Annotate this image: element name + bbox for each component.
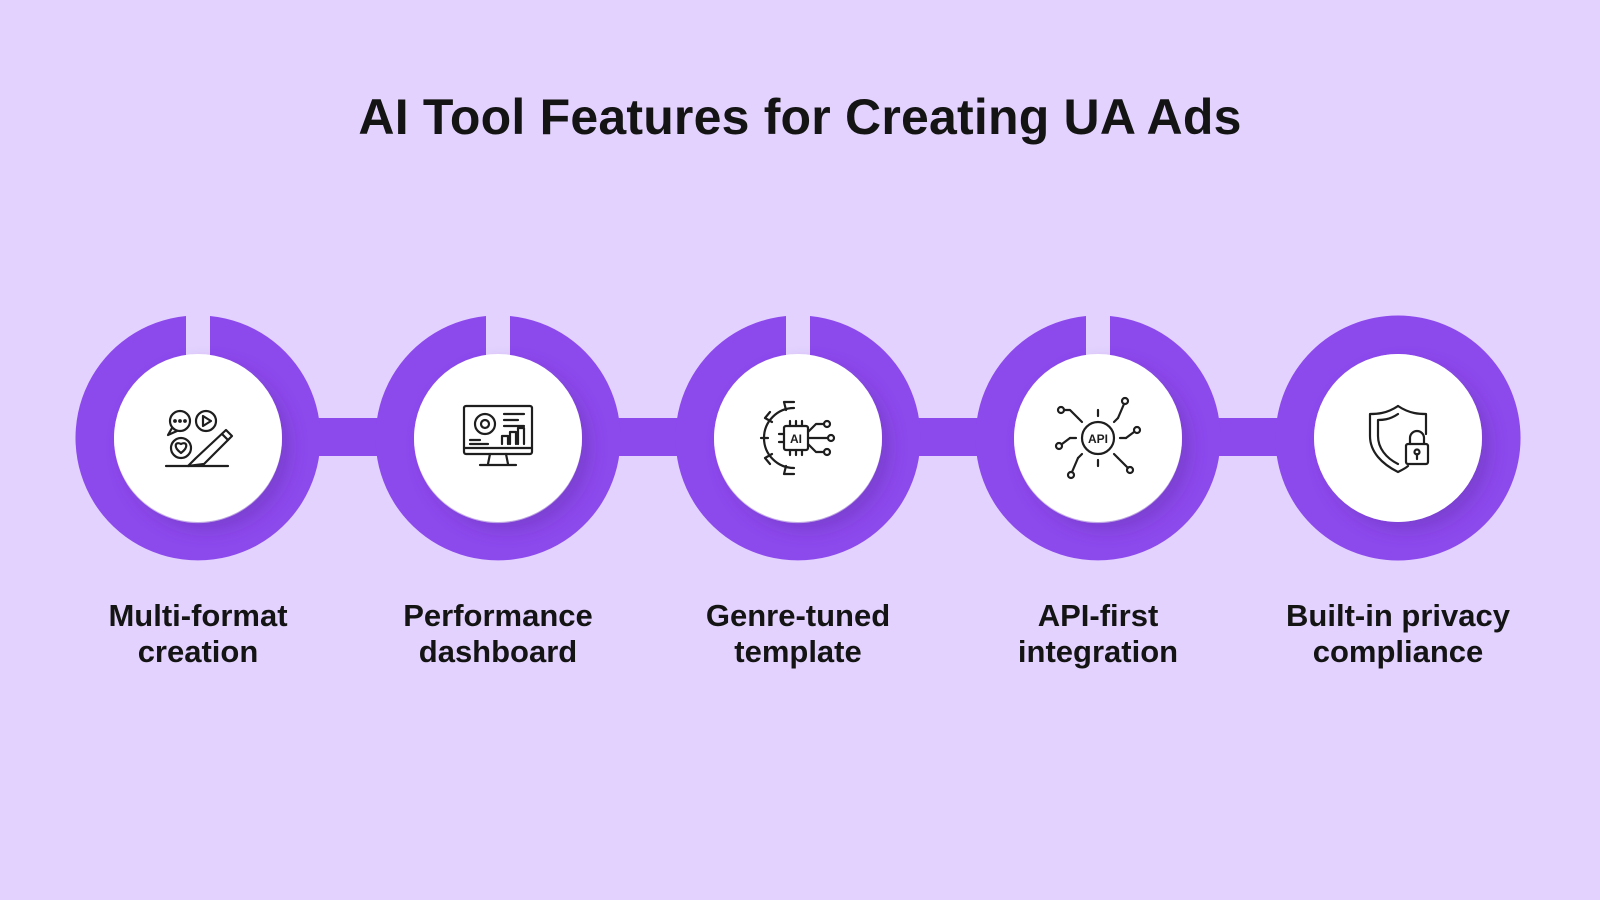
- feature-label-5-line2: compliance: [1312, 634, 1484, 669]
- feature-label-4-line1: API-first: [1037, 598, 1159, 633]
- feature-label-1-line1: Multi-format: [108, 598, 288, 633]
- feature-label-5-line1: Built-in privacy: [1286, 598, 1510, 633]
- feature-node-3: AI: [675, 316, 921, 561]
- feature-label-3-line2: template: [734, 634, 862, 669]
- node-circle: [114, 354, 282, 522]
- feature-node-1: [75, 316, 321, 561]
- shield-lock-icon: [1368, 404, 1430, 474]
- feature-label-3: Genre-tuned template: [663, 598, 933, 670]
- node-ring: [375, 316, 621, 561]
- feature-label-2: Performance dashboard: [363, 598, 633, 670]
- node-circle: [1014, 354, 1182, 522]
- feature-label-1-line2: creation: [137, 634, 259, 669]
- svg-text:API: API: [1088, 432, 1108, 446]
- feature-label-2-line1: Performance: [403, 598, 593, 633]
- feature-node-4: API: [975, 316, 1221, 561]
- node-ring: [675, 316, 921, 561]
- node-ring: [75, 316, 321, 561]
- svg-text:AI: AI: [790, 432, 802, 446]
- feature-label-4: API-first integration: [963, 598, 1233, 670]
- page-title: AI Tool Features for Creating UA Ads: [358, 89, 1242, 145]
- node-circle: [1314, 354, 1482, 522]
- feature-label-4-line2: integration: [1017, 634, 1179, 669]
- feature-label-2-line2: dashboard: [418, 634, 578, 669]
- feature-node-5: [1275, 315, 1521, 561]
- node-circle: [714, 354, 882, 522]
- multimedia-edit-icon: [164, 409, 234, 468]
- feature-label-1: Multi-format creation: [63, 598, 333, 670]
- node-ring: [1275, 315, 1521, 561]
- feature-label-5: Built-in privacy compliance: [1263, 598, 1533, 670]
- api-gear-icon: API: [1054, 396, 1142, 480]
- feature-label-3-line1: Genre-tuned: [705, 598, 891, 633]
- ai-gear-icon: AI: [759, 400, 836, 476]
- feature-node-2: [375, 316, 621, 561]
- node-ring: [975, 316, 1221, 561]
- node-circle: [414, 354, 582, 522]
- dashboard-monitor-icon: [462, 404, 534, 467]
